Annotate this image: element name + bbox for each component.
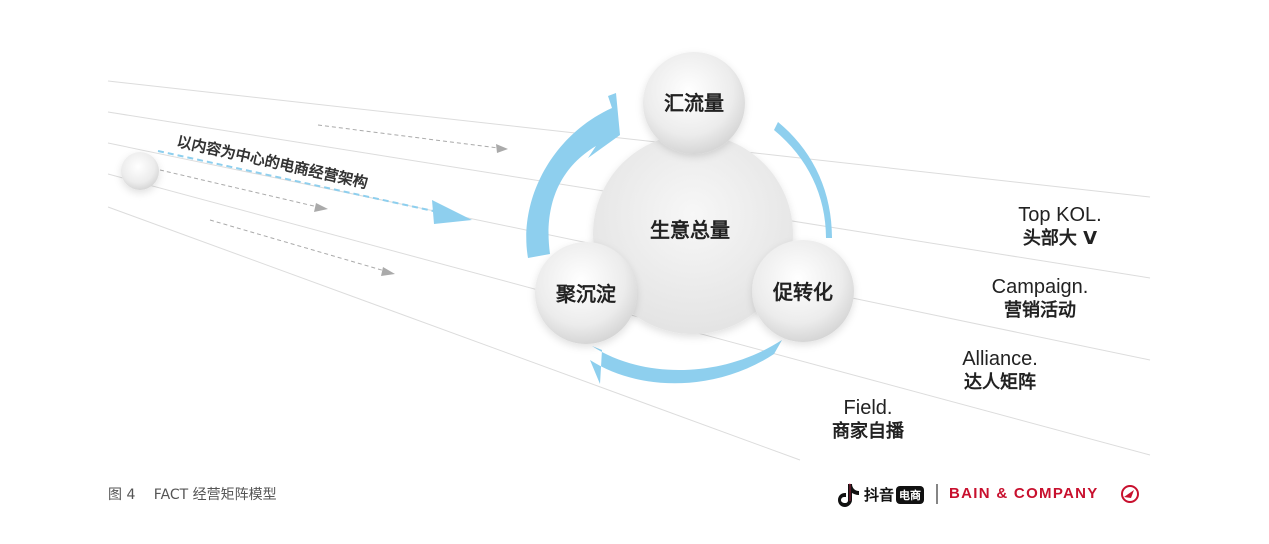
origin-ball <box>121 152 159 190</box>
label-group-top-kol: Top KOL. 头部大 V <box>990 203 1130 251</box>
sphere-right <box>752 240 854 342</box>
label-zh: 商家自播 <box>832 421 904 442</box>
bain-logo-text: BAIN & COMPANY <box>949 485 1099 502</box>
douyin-logo-badge: 电商 <box>896 485 925 504</box>
dashed-arrows <box>159 124 508 276</box>
label-zh: 营销活动 <box>1004 300 1076 321</box>
label-center: 生意总量 <box>650 218 730 242</box>
label-right: 促转化 <box>772 280 833 304</box>
label-en: Campaign. <box>991 276 1089 298</box>
douyin-logo: 抖音 电商 <box>864 484 925 505</box>
sphere-top <box>643 52 745 154</box>
center-sphere <box>593 134 793 334</box>
label-zh: 头部大 V <box>1022 228 1098 249</box>
label-zh: 达人矩阵 <box>964 372 1036 393</box>
label-group-alliance: Alliance. 达人矩阵 <box>930 347 1070 395</box>
sphere-left <box>535 242 637 344</box>
douyin-logo-text: 抖音 <box>864 486 895 504</box>
figure-caption: 图 4 FACT 经营矩阵模型 <box>108 487 277 503</box>
bain-logo-icon <box>1121 485 1139 503</box>
label-group-campaign: Campaign. 营销活动 <box>970 275 1110 323</box>
arrow-label: 以内容为中心的电商经营架构 <box>175 132 369 192</box>
label-group-field: Field. 商家自播 <box>798 396 938 444</box>
label-top: 汇流量 <box>664 91 724 115</box>
label-en: Top KOL. <box>1018 204 1102 226</box>
label-en: Field. <box>843 397 893 419</box>
main-direction-arrow <box>157 150 472 224</box>
douyin-logo-icon <box>838 483 859 507</box>
label-left: 聚沉淀 <box>555 282 617 306</box>
label-en: Alliance. <box>962 348 1038 370</box>
cycle-arrows <box>526 93 832 384</box>
